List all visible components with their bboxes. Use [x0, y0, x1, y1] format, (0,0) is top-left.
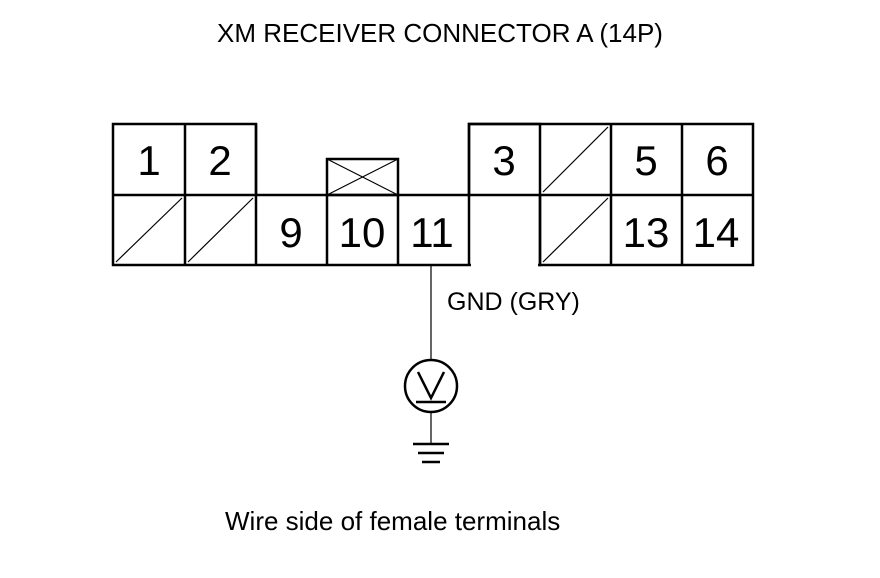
empty-cavity-7 [115, 197, 183, 263]
empty-cavity-8 [187, 197, 254, 263]
diagram-title: XM RECEIVER CONNECTOR A (14P) [217, 18, 663, 48]
empty-cavity-12 [542, 197, 609, 263]
diagram-caption: Wire side of female terminals [225, 506, 560, 536]
pin-10: 10 [339, 209, 386, 256]
lock-tab [325, 157, 400, 197]
wire-label: GND (GRY) [447, 288, 580, 316]
pin-14: 14 [693, 209, 740, 256]
pin-9: 9 [279, 209, 302, 256]
empty-cavity-4 [542, 126, 609, 193]
pin-2: 2 [208, 137, 231, 184]
voltmeter-icon [403, 358, 459, 414]
pin-11: 11 [410, 209, 454, 256]
pin-3: 3 [492, 137, 515, 184]
pin-1: 1 [137, 137, 160, 184]
pin-6: 6 [705, 137, 728, 184]
ground-icon [413, 442, 449, 464]
pin-13: 13 [623, 209, 670, 256]
pin-5: 5 [634, 137, 657, 184]
